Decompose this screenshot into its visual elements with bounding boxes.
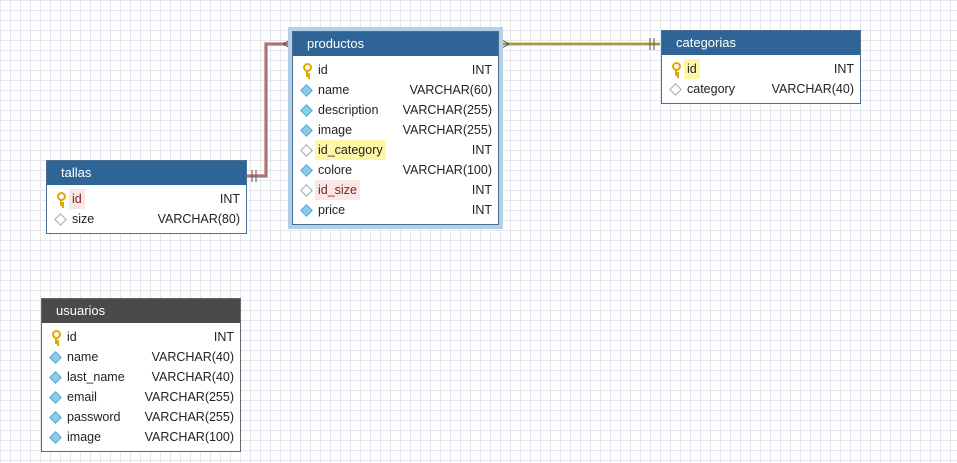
column-row[interactable]: image VARCHAR(255) [293, 120, 498, 140]
column-row[interactable]: name VARCHAR(60) [293, 80, 498, 100]
column-row[interactable]: name VARCHAR(40) [42, 347, 240, 367]
column-name: image [318, 123, 353, 137]
column-type: INT [471, 203, 492, 217]
column-name: name [318, 83, 350, 97]
not-null-column-icon [298, 80, 314, 100]
column-name: image [67, 430, 102, 444]
column-row[interactable]: image VARCHAR(100) [42, 427, 240, 447]
column-type: VARCHAR(40) [151, 350, 234, 364]
column-type: VARCHAR(40) [771, 82, 854, 96]
column-name: email [67, 390, 97, 404]
primary-key-icon [667, 59, 683, 79]
column-type: VARCHAR(60) [409, 83, 492, 97]
column-row[interactable]: email VARCHAR(255) [42, 387, 240, 407]
column-name: password [67, 410, 121, 424]
not-null-column-icon [47, 427, 63, 447]
column-list: id INT category VARCHAR(40) [662, 55, 860, 103]
nullable-column-icon [298, 140, 314, 160]
relation-tallas-productos[interactable] [246, 42, 290, 178]
not-null-column-icon [47, 367, 63, 387]
column-type: INT [219, 192, 240, 206]
entity-title: usuarios [42, 299, 240, 323]
column-name: id [318, 63, 328, 77]
column-row[interactable]: password VARCHAR(255) [42, 407, 240, 427]
column-type: VARCHAR(100) [402, 163, 492, 177]
column-name: colore [318, 163, 353, 177]
column-name: description [318, 103, 379, 117]
column-type: INT [471, 63, 492, 77]
column-name: last_name [67, 370, 125, 384]
column-list: id INT size VARCHAR(80) [47, 185, 246, 233]
entity-title: productos [293, 32, 498, 56]
column-name: id [69, 189, 85, 209]
column-type: VARCHAR(255) [144, 410, 234, 424]
not-null-column-icon [298, 100, 314, 120]
not-null-column-icon [298, 200, 314, 220]
entity-productos[interactable]: productos id INT name VARCHAR(60) descri… [288, 27, 503, 229]
column-type: INT [833, 62, 854, 76]
column-name: name [67, 350, 99, 364]
column-type: VARCHAR(255) [402, 103, 492, 117]
column-name: price [318, 203, 346, 217]
entity-tallas[interactable]: tallas id INT size VARCHAR(80) [46, 160, 247, 234]
entity-usuarios[interactable]: usuarios id INT name VARCHAR(40) last_na… [41, 298, 241, 452]
column-type: VARCHAR(255) [402, 123, 492, 137]
not-null-column-icon [47, 407, 63, 427]
column-type: VARCHAR(80) [157, 212, 240, 226]
entity-categorias[interactable]: categorias id INT category VARCHAR(40) [661, 30, 861, 104]
not-null-column-icon [47, 347, 63, 367]
column-type: VARCHAR(100) [144, 430, 234, 444]
column-name: id [684, 59, 700, 79]
column-row[interactable]: last_name VARCHAR(40) [42, 367, 240, 387]
entity-title: tallas [47, 161, 246, 185]
column-row[interactable]: id INT [293, 60, 498, 80]
nullable-column-icon [298, 180, 314, 200]
not-null-column-icon [298, 120, 314, 140]
not-null-column-icon [298, 160, 314, 180]
column-name: id_category [315, 140, 386, 160]
column-row[interactable]: price INT [293, 200, 498, 220]
column-list: id INT name VARCHAR(60) description VARC… [293, 56, 498, 224]
column-row[interactable]: id_category INT [293, 140, 498, 160]
nullable-column-icon [667, 79, 683, 99]
primary-key-icon [47, 327, 63, 347]
column-type: INT [471, 183, 492, 197]
column-name: id_size [315, 180, 360, 200]
column-type: INT [471, 143, 492, 157]
column-name: id [67, 330, 77, 344]
column-name: size [72, 212, 95, 226]
column-row[interactable]: id INT [662, 59, 860, 79]
column-row[interactable]: id_size INT [293, 180, 498, 200]
primary-key-icon [52, 189, 68, 209]
entity-title: categorias [662, 31, 860, 55]
column-name: category [687, 82, 735, 96]
column-type: INT [213, 330, 234, 344]
column-row[interactable]: id INT [42, 327, 240, 347]
column-type: VARCHAR(40) [151, 370, 234, 384]
column-row[interactable]: id INT [47, 189, 246, 209]
nullable-column-icon [52, 209, 68, 229]
not-null-column-icon [47, 387, 63, 407]
column-row[interactable]: category VARCHAR(40) [662, 79, 860, 99]
column-row[interactable]: size VARCHAR(80) [47, 209, 246, 229]
column-type: VARCHAR(255) [144, 390, 234, 404]
column-row[interactable]: description VARCHAR(255) [293, 100, 498, 120]
column-list: id INT name VARCHAR(40) last_name VARCHA… [42, 323, 240, 451]
column-row[interactable]: colore VARCHAR(100) [293, 160, 498, 180]
primary-key-icon [298, 60, 314, 80]
